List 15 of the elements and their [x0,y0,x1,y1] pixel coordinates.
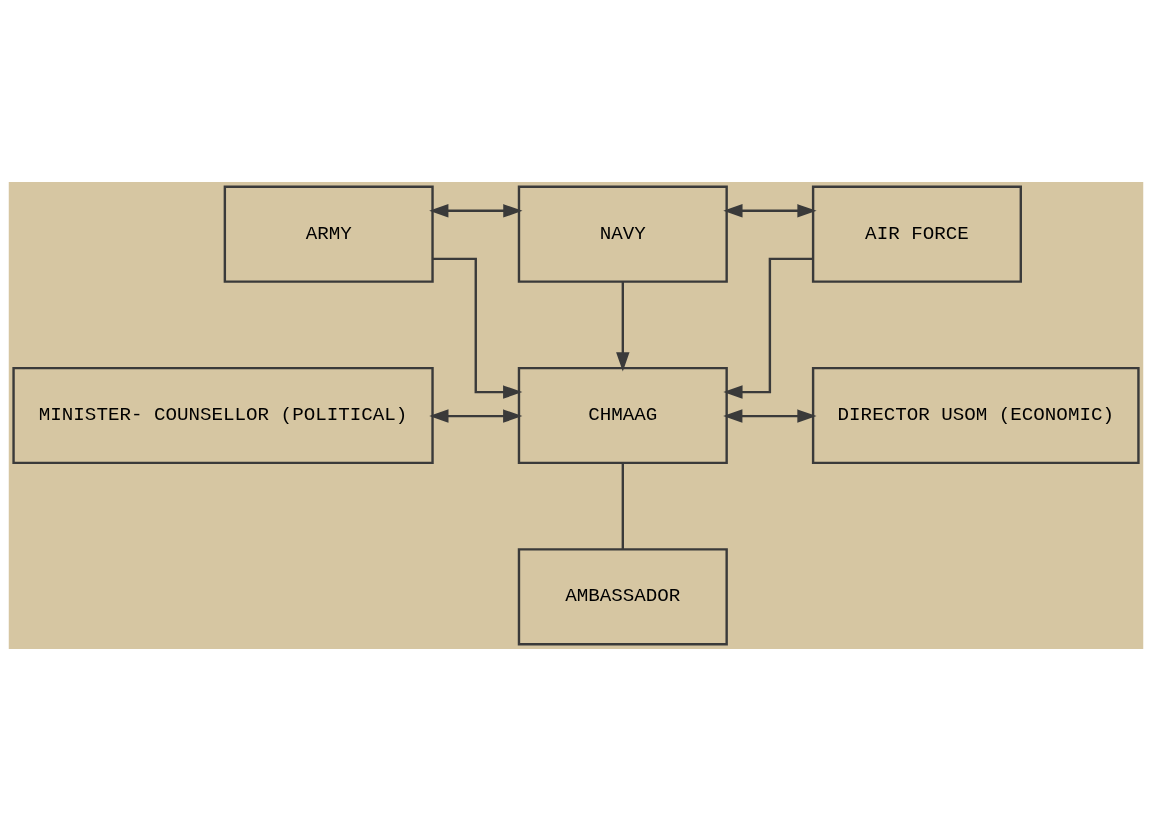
arrow [429,409,523,423]
arrow [432,257,523,399]
arrow [616,281,630,372]
connector [621,463,625,550]
node-box: ARMY [223,185,434,283]
node-box: AIR FORCE [811,185,1022,283]
arrow [429,204,523,218]
node-box: DIRECTOR USOM (ECONOMIC) [811,366,1140,465]
node-box: CHMAAG [517,366,728,465]
arrow [723,257,813,399]
node-box: AMBASSADOR [517,548,728,646]
arrow [723,409,817,423]
node-box: NAVY [517,185,728,283]
node-box: MINISTER- COUNSELLOR (POLITICAL) [12,366,434,465]
arrow [723,204,817,218]
